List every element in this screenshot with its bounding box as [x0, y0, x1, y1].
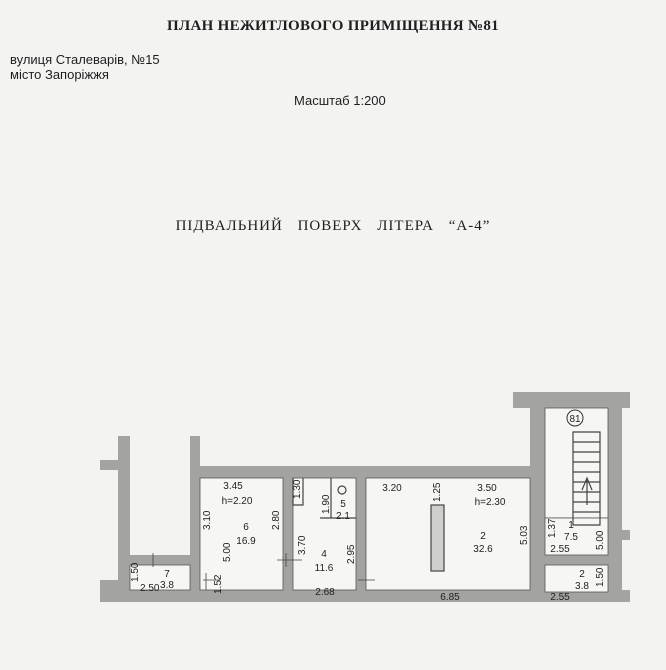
room2s-right-dim: 1.50 — [595, 567, 606, 587]
street-address: вулиця Сталеварів, №15 — [10, 52, 160, 67]
room6-number: 6 — [243, 522, 249, 533]
room7-width: 2.50 — [140, 583, 160, 594]
room2-right-dim: 5.03 — [519, 525, 530, 545]
room2-top-left-dim: 3.20 — [382, 483, 402, 494]
column — [430, 504, 445, 572]
room1-bottom-dim: 2.55 — [550, 544, 570, 555]
room4-top-dim: 1.30 — [292, 479, 303, 499]
room2-top-right-dim: 3.50 — [477, 483, 497, 494]
room7-area: 3.8 — [160, 580, 174, 591]
stair-arrow-icon — [581, 476, 593, 505]
stairs — [572, 431, 601, 526]
room4-number: 4 — [321, 549, 327, 560]
scale-label: Масштаб 1:200 — [294, 93, 386, 108]
room1-number: 1 — [568, 520, 574, 531]
floor-label: ПІДВАЛЬНИЙ ПОВЕРХ ЛІТЕРА “А-4” — [175, 218, 491, 234]
room7-height: 1.50 — [130, 562, 141, 582]
rooms — [129, 407, 609, 593]
room1-area: 7.5 — [564, 532, 578, 543]
room6-right-dim: 2.80 — [271, 510, 282, 530]
room1-left-dim: 1.37 — [547, 518, 558, 538]
room7-number: 7 — [164, 569, 170, 580]
room5-number: 5 — [340, 499, 346, 510]
city: місто Запоріжжя — [10, 67, 109, 82]
room2-bottom-dim: 6.85 — [440, 592, 460, 603]
toilet-icon — [337, 485, 347, 495]
room4-left-dim: 3.70 — [297, 535, 308, 555]
unit-number-circle — [566, 409, 584, 427]
room2s-area: 3.8 — [575, 581, 589, 592]
room6-height: h=2.20 — [222, 496, 253, 507]
room2-number: 2 — [480, 531, 486, 542]
room6-lower-dim: 5.00 — [222, 542, 233, 562]
room6-width: 3.45 — [223, 481, 243, 492]
document-title: ПЛАН НЕЖИТЛОВОГО ПРИМІЩЕННЯ №81 — [167, 18, 499, 34]
room2-area: 32.6 — [473, 544, 493, 555]
room5-area: 2.1 — [336, 511, 350, 522]
room2s-number: 2 — [579, 569, 585, 580]
room4-right-dim: 2.95 — [346, 544, 357, 564]
room4-area: 11.6 — [315, 563, 334, 574]
room7-side: 1.52 — [213, 574, 224, 594]
room5-dim: 1.90 — [321, 494, 332, 514]
room2-column-dim: 1.25 — [432, 482, 443, 502]
room2-height: h=2.30 — [475, 497, 506, 508]
room6-left-dim: 3.10 — [202, 510, 213, 530]
room4-bottom-dim: 2.68 — [315, 587, 335, 598]
room1-right-dim: 5.00 — [595, 530, 606, 550]
unit-number: 81 — [569, 414, 581, 425]
room6-area: 16.9 — [236, 536, 256, 547]
room2s-bottom-dim: 2.55 — [550, 592, 570, 603]
room5-partition — [320, 478, 356, 519]
niche — [292, 478, 304, 506]
